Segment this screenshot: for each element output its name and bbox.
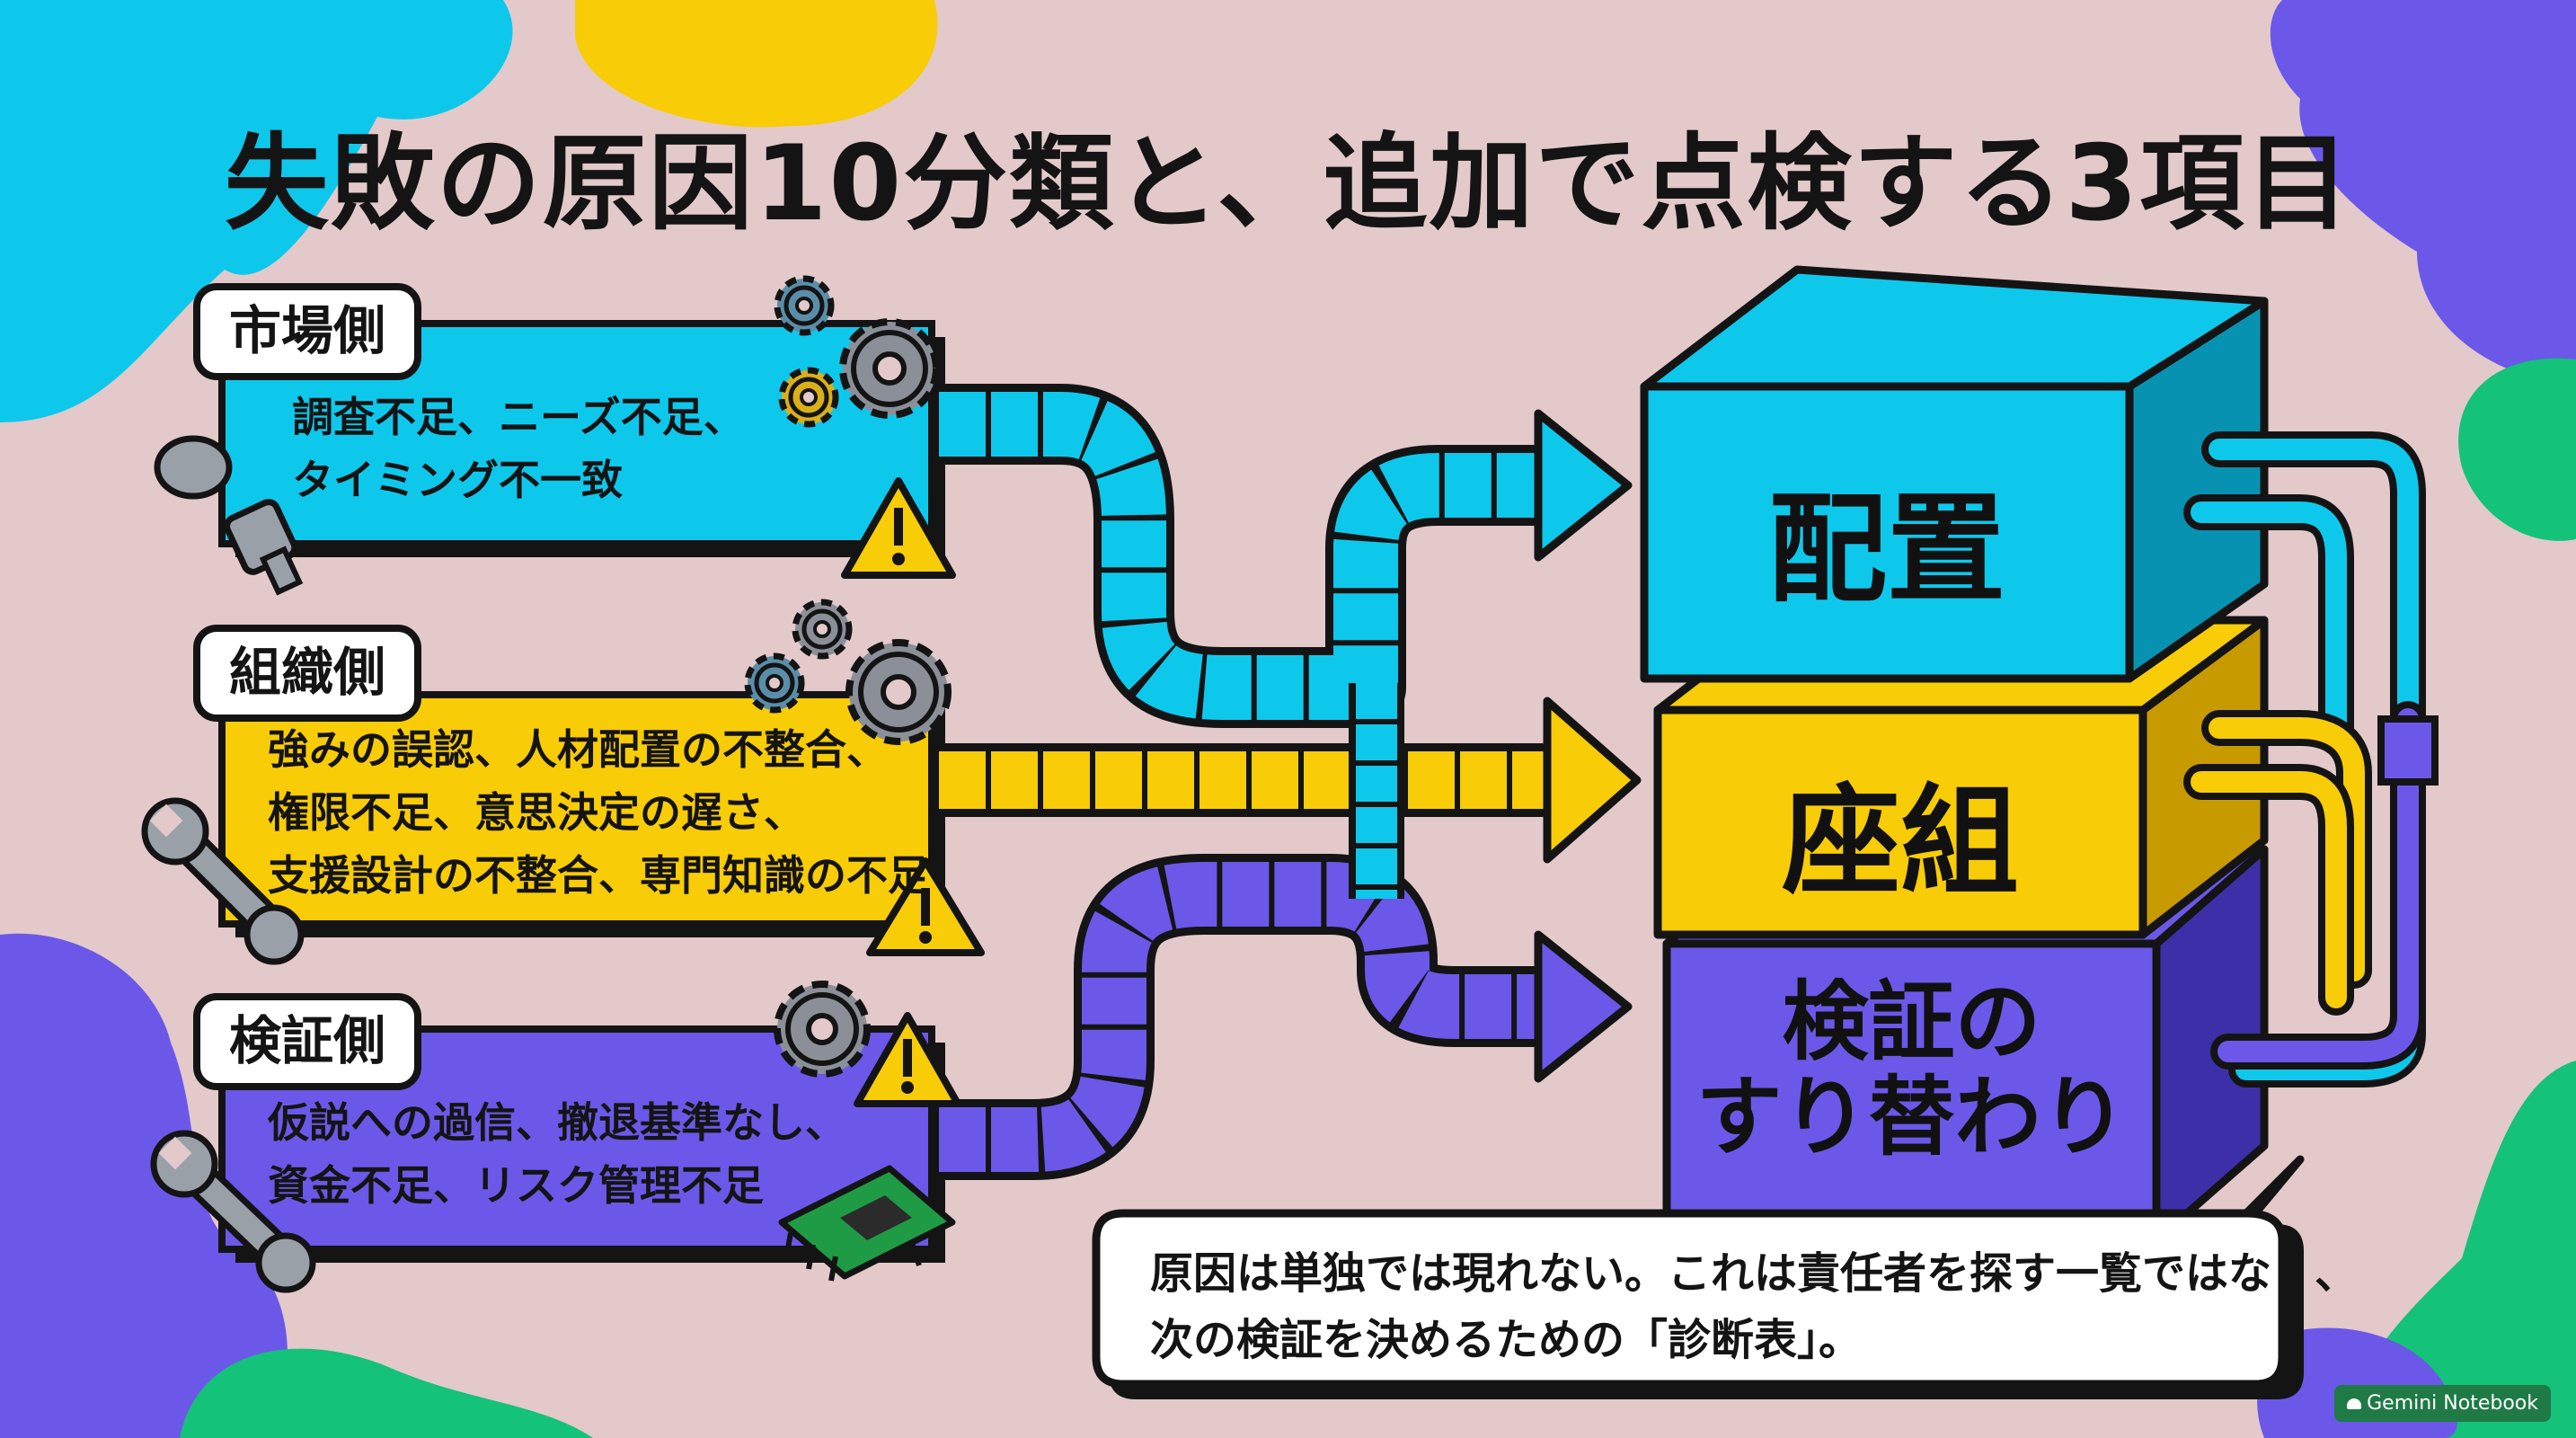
warning-icon (854, 1012, 961, 1107)
gear-icon (792, 599, 853, 660)
category-causes-validation: 仮説への過信、撤退基準なし、 資金不足、リスク管理不足 (268, 1092, 846, 1218)
broken-bolt-icon (154, 435, 304, 596)
category-label-market: 市場側 (193, 283, 422, 380)
cause-line: 強みの誤認、人材配置の不整合、 (268, 725, 888, 774)
watermark-text: Gemini Notebook (2367, 1392, 2538, 1415)
check-item-verification-swap: 検証の すり替わり (1667, 972, 2156, 1167)
cause-line: 支援設計の不整合、専門知識の不足 (268, 850, 929, 900)
wrench-icon (141, 797, 305, 965)
note-line: 原因は単独では現れない。これは責任者を探す一覧ではなく、 (1150, 1248, 2359, 1299)
category-label-validation: 検証側 (193, 993, 422, 1090)
block-placement (1640, 265, 2269, 683)
gear-icon (839, 318, 940, 419)
page-title: 失敗の原因10分類と、追加で点検する3項目 (224, 123, 2352, 244)
warning-icon (866, 857, 985, 956)
cause-line: 調査不足、ニーズ不足、 (292, 393, 745, 441)
cause-line: 権限不足、意思決定の遅さ、 (268, 787, 805, 837)
category-causes-organization: 強みの誤認、人材配置の不整合、 権限不足、意思決定の遅さ、 支援設計の不整合、専… (268, 719, 929, 908)
check-item-text: 検証の (1782, 972, 2041, 1072)
cause-line: 資金不足、リスク管理不足 (268, 1160, 764, 1210)
speech-bubble (1092, 1155, 2305, 1399)
category-box-organization (218, 691, 945, 937)
watermark-badge: Gemini Notebook (2334, 1385, 2551, 1422)
arrow-head-organization (1543, 697, 1642, 864)
arrow-head-market (1534, 409, 1633, 562)
category-label-organization: 組織側 (193, 625, 422, 722)
arrow-head-validation (1534, 930, 1633, 1083)
warning-icon (841, 477, 956, 579)
gear-icon (845, 639, 952, 745)
gear-icon (774, 275, 835, 336)
category-causes-market: 調査不足、ニーズ不足、 タイミング不一致 (292, 386, 745, 512)
check-item-team-formation: 座組 (1658, 746, 2143, 918)
check-item-text: すり替わり (1695, 1066, 2128, 1167)
wrench-icon (150, 1130, 316, 1293)
check-item-text: 配置 (1768, 481, 2005, 619)
cause-line: 仮説への過信、撤退基準なし、 (268, 1098, 846, 1147)
check-item-text: 座組 (1782, 773, 2019, 911)
check-item-placement: 配置 (1644, 454, 2129, 626)
pipe-market (939, 384, 1581, 728)
side-pipes (2183, 431, 2439, 1087)
gear-icon (774, 981, 871, 1078)
gear-icon (744, 652, 805, 714)
cause-line: タイミング不一致 (292, 455, 623, 504)
circuit-chip-icon (778, 1165, 956, 1282)
notebook-icon (2347, 1398, 2362, 1409)
speech-bubble-note: 原因は単独では現れない。これは責任者を探す一覧ではなく、 次の検証を決めるための… (1150, 1240, 2358, 1374)
pipe-validation (939, 854, 1581, 1180)
note-line: 次の検証を決めるための「診断表」。 (1150, 1315, 1863, 1366)
gear-icon (778, 367, 839, 428)
